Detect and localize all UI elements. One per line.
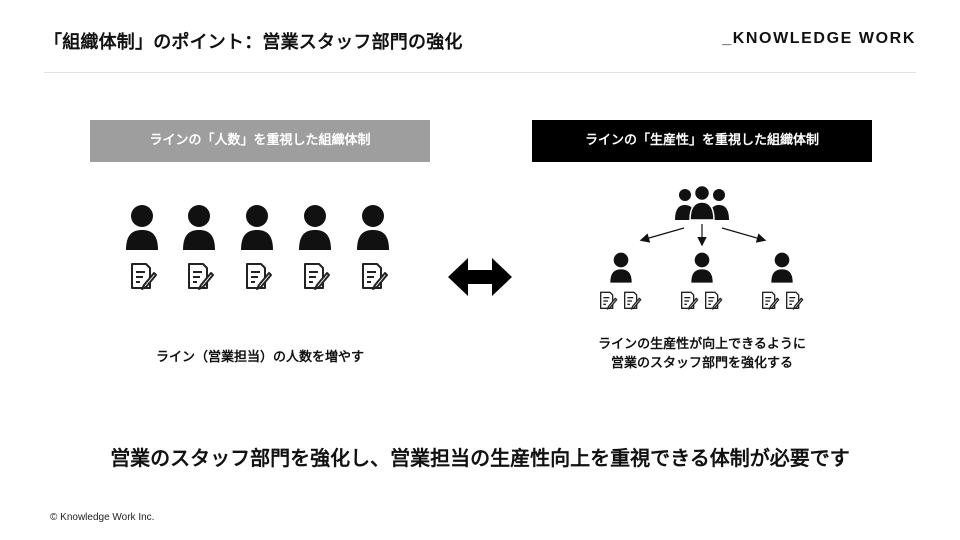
document-pencil-icon [703, 291, 723, 311]
person-icon [609, 252, 633, 284]
arrow-icon [639, 227, 685, 243]
person-icon [124, 204, 160, 252]
copyright-footer: © Knowledge Work Inc. [50, 512, 155, 523]
document-pencil-icon [760, 291, 780, 311]
document-pencil-icon [128, 262, 158, 292]
double-arrow-icon [448, 258, 512, 296]
right-caption-line-2: 営業のスタッフ部門を強化する [610, 356, 793, 371]
person-icon [690, 252, 714, 284]
document-pencil-icon [243, 262, 273, 292]
document-pencil-icon [598, 291, 618, 311]
person-icon [181, 204, 217, 252]
document-pencil-icon [359, 262, 389, 292]
document-pencil-icon [301, 262, 331, 292]
person-icon [239, 204, 275, 252]
right-panel-caption: ラインの生産性が向上できるように 営業のスタッフ部門を強化する [532, 335, 872, 373]
person-icon [770, 252, 794, 284]
brand-logo: _KNOWLEDGE WORK [722, 30, 916, 47]
right-panel-heading: ラインの「生産性」を重視した組織体制 [532, 120, 872, 162]
document-pencil-icon [185, 262, 215, 292]
person-icon [355, 204, 391, 252]
distribution-arrows [639, 224, 767, 247]
slide-title: 「組織体制」のポイント：営業スタッフ部門の強化 [44, 32, 463, 53]
right-caption-line-1: ラインの生産性が向上できるように [598, 337, 806, 352]
document-pencil-icon [679, 291, 699, 311]
header-divider [44, 72, 916, 73]
left-panel-caption: ライン（営業担当）の人数を増やす [155, 350, 364, 365]
document-pencil-icon [784, 291, 804, 311]
arrow-icon [721, 227, 767, 243]
document-pencil-icon [622, 291, 642, 311]
person-icon [297, 204, 333, 252]
left-panel-heading: ラインの「人数」を重視した組織体制 [90, 120, 430, 162]
group-icon [675, 184, 729, 221]
conclusion-text: 営業のスタッフ部門を強化し、営業担当の生産性向上を重視できる体制が必要です [110, 446, 850, 470]
